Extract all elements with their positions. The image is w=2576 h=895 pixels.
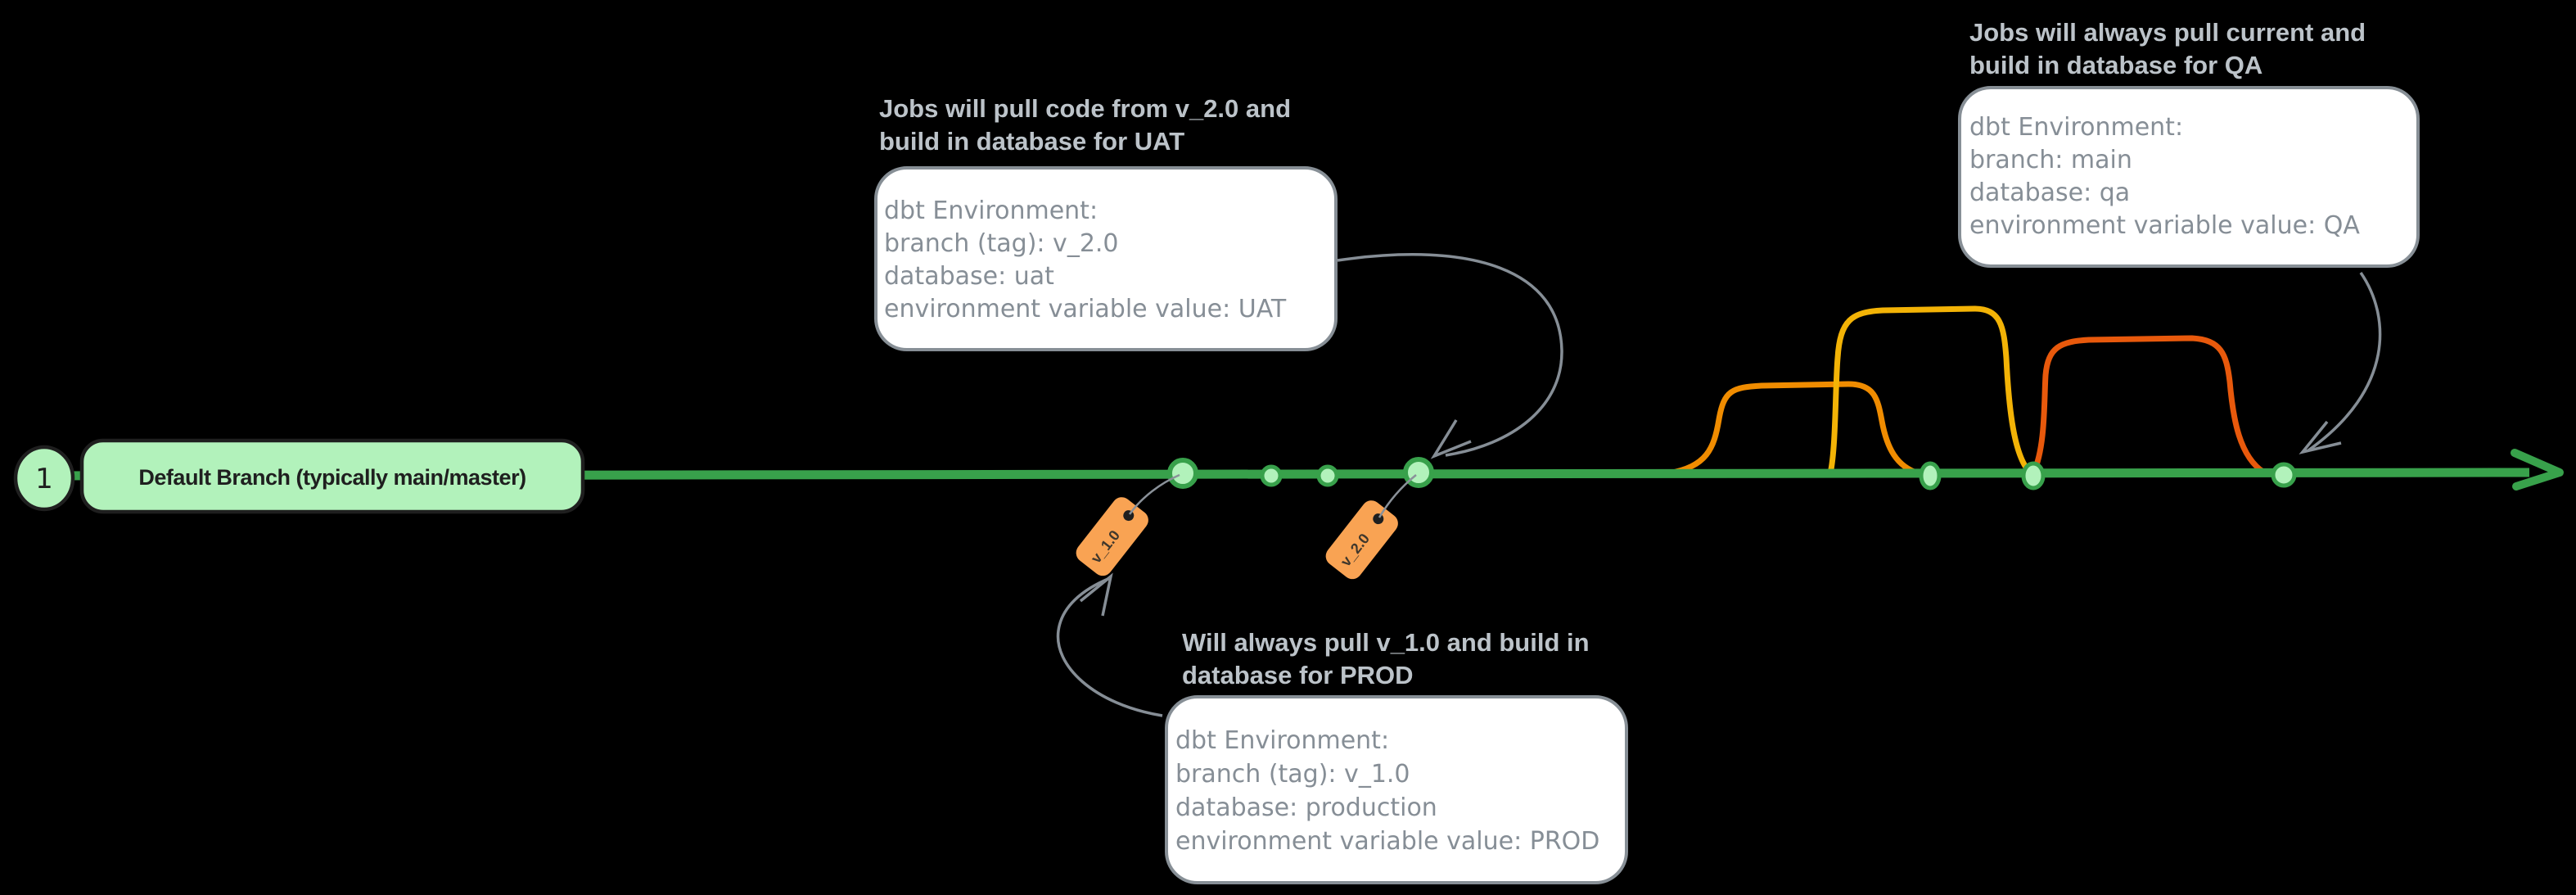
callout-uat-line3: database: uat (884, 262, 1054, 291)
default-branch-box (79, 438, 585, 514)
callout-qa-line3: database: qa (1969, 179, 2130, 207)
callout-qa-arrow (2307, 272, 2382, 452)
tag-v2-string (1378, 474, 1417, 518)
commit-dots (1167, 457, 2297, 490)
callout-prod: Will always pull v_1.0 and build in data… (1056, 572, 1628, 884)
callout-qa-line4: environment variable value: QA (1969, 211, 2360, 240)
callout-uat-title-line2: build in database for UAT (879, 127, 1184, 156)
tag-v1: v_1.0 (1076, 497, 1148, 576)
start-node-number: 1 (35, 463, 53, 495)
commit-dot (1167, 458, 1198, 489)
callout-prod-box (1165, 695, 1628, 884)
feature-branch-arcs (1665, 305, 2267, 477)
callout-uat-line4: environment variable value: UAT (884, 295, 1287, 323)
callout-qa-line1: dbt Environment: (1969, 113, 2183, 142)
commit-dot (1260, 464, 1283, 487)
callout-uat-line1: dbt Environment: (884, 197, 1098, 225)
feature-branch-arc-3 (2030, 335, 2267, 477)
callout-prod-title-line2: database for PROD (1182, 661, 1414, 689)
start-node: 1 (13, 445, 75, 512)
default-branch-text: Default Branch (typically main/master) (138, 465, 526, 490)
callout-prod-title-line1: Will always pull v_1.0 and build in (1182, 628, 1590, 657)
callout-qa-title-line2: build in database for QA (1969, 51, 2262, 79)
callout-prod-line3: database: production (1175, 793, 1437, 822)
callout-qa: Jobs will always pull current and build … (1958, 18, 2420, 454)
callout-qa-title-line1: Jobs will always pull current and (1969, 18, 2366, 47)
callout-qa-line2: branch: main (1969, 146, 2132, 174)
start-node-circle (13, 445, 75, 512)
callout-prod-arrow (1056, 576, 1163, 717)
commit-dot (2271, 462, 2297, 488)
callout-uat-arrowhead (1430, 419, 1472, 459)
callout-prod-line2: branch (tag): v_1.0 (1175, 760, 1410, 789)
commit-dot (1316, 464, 1339, 487)
callout-prod-arrowhead (1079, 572, 1113, 617)
callout-uat-line2: branch (tag): v_2.0 (884, 229, 1119, 258)
main-branch-arrowhead (2511, 449, 2564, 490)
feature-branch-arc-1 (1665, 381, 1922, 477)
feature-branch-arc-2 (1827, 305, 2035, 477)
callout-uat-title-line1: Jobs will pull code from v_2.0 and (879, 94, 1291, 123)
default-branch-label: Default Branch (typically main/master) (79, 438, 585, 514)
callout-uat-arrow (1337, 253, 1563, 457)
callout-uat-box (874, 166, 1338, 351)
callout-qa-box (1958, 86, 2420, 268)
tag-v1-string (1128, 473, 1180, 515)
tag-v2: v_2.0 (1325, 500, 1398, 580)
callout-prod-line1: dbt Environment: (1175, 726, 1389, 755)
callout-prod-line4: environment variable value: PROD (1175, 827, 1599, 856)
callout-qa-arrowhead (2299, 420, 2342, 454)
commit-dot (1919, 461, 1942, 490)
callout-uat: Jobs will pull code from v_2.0 and build… (874, 94, 1563, 459)
commit-dot (2021, 461, 2046, 490)
